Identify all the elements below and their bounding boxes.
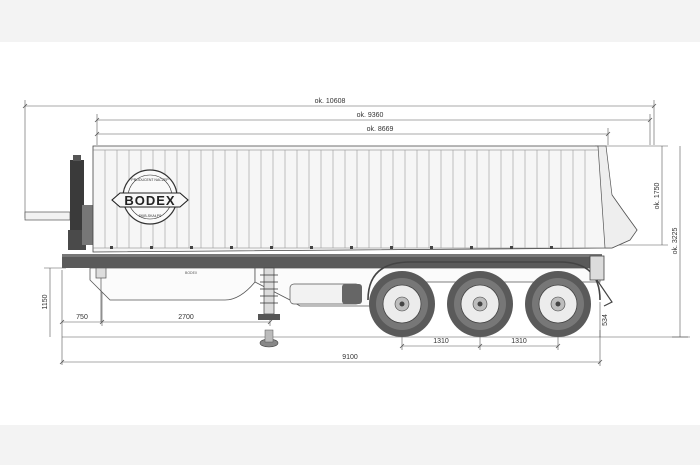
dim-chassis-length: 9100 [342,354,358,361]
body-ribs [104,150,586,248]
dimension-ticks [22,103,657,365]
top-band [0,0,700,42]
air-tank [289,283,362,305]
dim-rear-height: 534 [602,314,609,326]
dimension-labels: ok. 10608 ok. 9360 ok. 8669 ok. 1750 ok.… [42,98,679,361]
dim-front-overhang: 750 [76,314,88,321]
dim-coupling-height: 1150 [42,294,49,309]
front-tube [24,211,71,221]
tipper-body [92,145,638,253]
rear-bumper [589,255,613,307]
wheel-axle-2 [447,271,513,337]
brand-logo: BODEX PRODUCENT NACZEP SKIB-SKAŁPS [111,169,189,225]
dim-kingpin-to-leg: 2700 [178,314,194,321]
dim-total-height: ok. 3225 [672,227,679,254]
logo-wordmark: BODEX [124,193,175,208]
dim-overall-length: ok. 10608 [315,98,346,105]
dim-inner-length: ok. 8669 [367,126,394,133]
bottom-band [0,425,700,465]
chassis-label: BODEX [185,271,198,275]
wheel-axle-3 [525,271,591,337]
dimension-lines [24,100,690,366]
dim-axle-spacing-1: 1310 [433,338,449,345]
kingpin [95,267,107,322]
dim-body-height: ok. 1750 [654,182,661,209]
hydraulic-cylinder [68,155,94,250]
dim-axle-spacing-2: 1310 [511,338,527,345]
landing-leg [258,267,280,348]
logo-ring-bottom: SKIB-SKAŁPS [139,214,162,218]
rope-hooks [110,246,553,249]
logo-ring-top: PRODUCENT NACZEP [131,178,169,182]
dim-body-length: ok. 9360 [357,112,384,119]
wheel-axle-1 [369,271,435,337]
